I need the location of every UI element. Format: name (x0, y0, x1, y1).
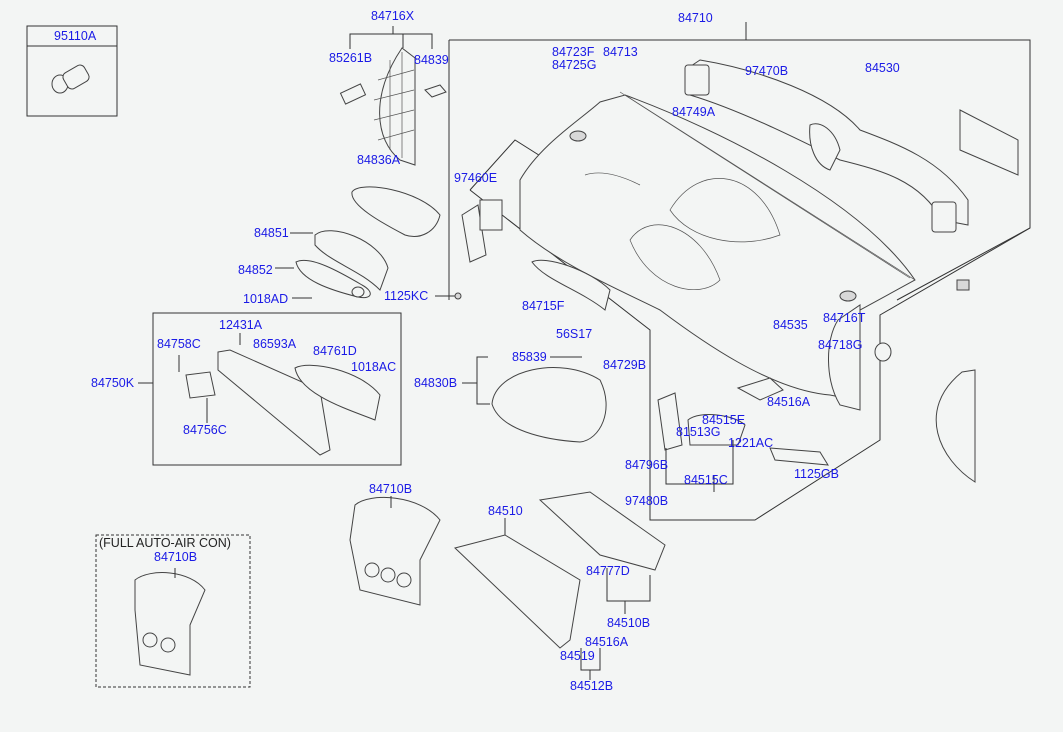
full-auto-aircon-note: (FULL AUTO-AIR CON) (99, 536, 231, 550)
main-assembly-frame (449, 39, 1031, 301)
column-cover-upper-part (314, 230, 389, 291)
part-label-84836A[interactable]: 84836A (357, 153, 401, 167)
part-label-84777D[interactable]: 84777D (586, 564, 630, 578)
part-label-86593A[interactable]: 86593A (253, 337, 297, 351)
part-label-84758C[interactable]: 84758C (157, 337, 201, 351)
part-label-84716X[interactable]: 84716X (371, 9, 415, 23)
lower-panel-box (152, 312, 402, 466)
side-cover-part (379, 47, 416, 166)
crash-pad-part (519, 94, 916, 401)
part-label-84718G[interactable]: 84718G (818, 338, 863, 352)
part-label-84852[interactable]: 84852 (238, 263, 273, 277)
part-label-84510B[interactable]: 84510B (607, 616, 651, 630)
part-label-84510[interactable]: 84510 (488, 504, 523, 518)
cigar-lighter-part (26, 25, 118, 117)
part-label-84516A-bottom[interactable]: 84516A (585, 635, 629, 649)
part-label-84851[interactable]: 84851 (254, 226, 289, 240)
part-label-1221AC[interactable]: 1221AC (728, 436, 774, 450)
center-vent-part (657, 392, 683, 451)
part-label-84519[interactable]: 84519 (560, 649, 595, 663)
part-label-97460E[interactable]: 97460E (454, 171, 498, 185)
part-label-84713[interactable]: 84713 (603, 45, 638, 59)
full-auto-aircon-box (95, 534, 251, 688)
part-label-84515C[interactable]: 84515C (684, 473, 728, 487)
part-label-1125KC[interactable]: 1125KC (384, 289, 429, 303)
column-cover-lower-part (295, 260, 371, 299)
part-label-84512B[interactable]: 84512B (570, 679, 614, 693)
part-label-1018AC[interactable]: 1018AC (351, 360, 397, 374)
part-label-1125GB[interactable]: 1125GB (794, 467, 839, 481)
part-label-84535[interactable]: 84535 (773, 318, 808, 332)
part-label-84749A[interactable]: 84749A (672, 105, 716, 119)
part-label-84515E[interactable]: 84515E (702, 413, 746, 427)
part-label-84750K[interactable]: 84750K (91, 376, 135, 390)
part-label-84530[interactable]: 84530 (865, 61, 900, 75)
part-label-81513G[interactable]: 81513G (676, 425, 721, 439)
part-label-1018AD[interactable]: 1018AD (243, 292, 289, 306)
part-label-85839[interactable]: 85839 (512, 350, 547, 364)
part-label-84830B[interactable]: 84830B (414, 376, 458, 390)
part-label-84710[interactable]: 84710 (678, 11, 713, 25)
glove-box-part (454, 534, 581, 649)
part-label-84716T[interactable]: 84716T (823, 311, 866, 325)
part-label-97470B[interactable]: 97470B (745, 64, 789, 78)
part-label-84710B-full-auto[interactable]: 84710B (154, 550, 198, 564)
part-label-95110A[interactable]: 95110A (54, 29, 97, 43)
part-label-84761D[interactable]: 84761D (313, 344, 357, 358)
cluster-housing-part (351, 186, 441, 237)
side-cover-right-part (935, 369, 976, 483)
cluster-facia-part (491, 367, 607, 443)
part-label-84725G[interactable]: 84725G (552, 58, 597, 72)
part-label-84516A-right[interactable]: 84516A (767, 395, 811, 409)
part-label-84710B[interactable]: 84710B (369, 482, 413, 496)
part-label-56S17[interactable]: 56S17 (556, 327, 593, 341)
part-label-85261B[interactable]: 85261B (329, 51, 373, 65)
part-label-84756C[interactable]: 84756C (183, 423, 227, 437)
center-facia-part (349, 496, 441, 606)
part-label-84715F[interactable]: 84715F (522, 299, 565, 313)
part-label-84723F[interactable]: 84723F (552, 45, 595, 59)
lower-panel-part (217, 349, 331, 456)
part-label-84839[interactable]: 84839 (414, 53, 449, 67)
part-label-12431A[interactable]: 12431A (219, 318, 263, 332)
part-label-84729B[interactable]: 84729B (603, 358, 647, 372)
part-label-84796B[interactable]: 84796B (625, 458, 669, 472)
airbag-module-part (959, 109, 1019, 176)
part-label-97480B[interactable]: 97480B (625, 494, 669, 508)
